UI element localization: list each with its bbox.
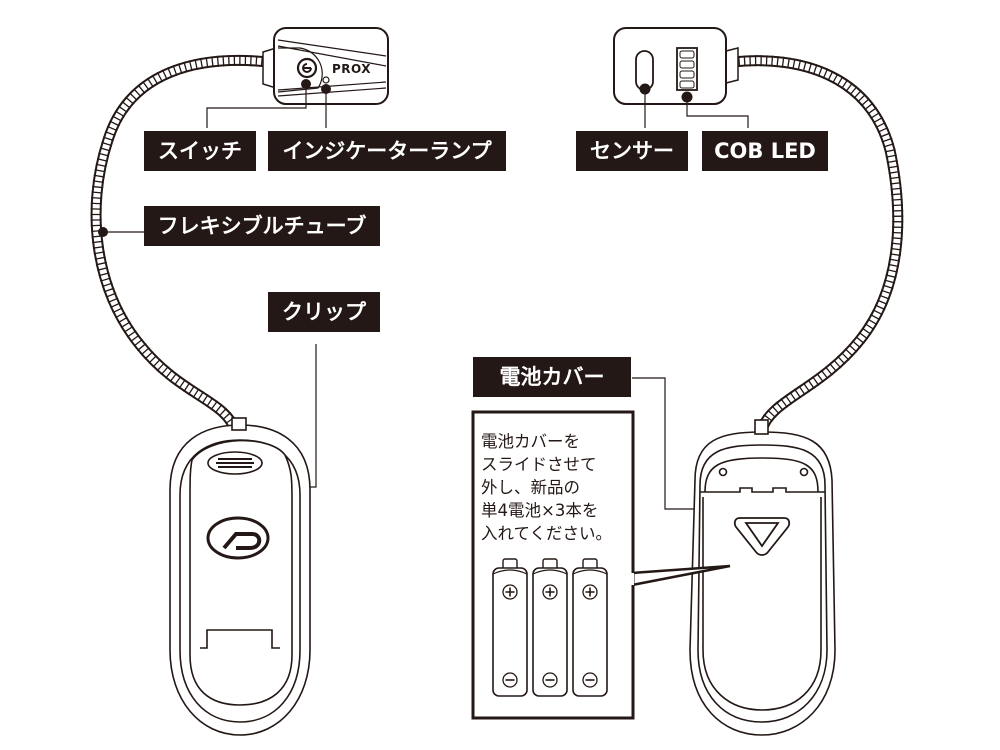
batteries	[492, 558, 608, 697]
label-clip: クリップ	[268, 292, 380, 332]
brand-logo: PROX	[332, 62, 371, 76]
label-sensor: センサー	[576, 131, 688, 171]
note-line: スライドさせて	[481, 455, 597, 474]
battery-instructions: 電池カバーを スライドさせて 外し、新品の 単4電池×3本を 入れてください。	[481, 430, 631, 545]
brand-p-logo	[206, 516, 270, 560]
label-indicator-lamp: インジケーターランプ	[268, 131, 506, 171]
battery	[532, 558, 568, 697]
sensor-head	[613, 27, 739, 105]
battery	[572, 558, 608, 697]
battery-body	[689, 419, 836, 736]
note-line: 単4電池×3本を	[481, 501, 599, 520]
flexible-tube-left	[90, 54, 269, 433]
note-line: 電池カバーを	[481, 432, 580, 451]
flexible-tube-right	[732, 55, 904, 432]
battery	[492, 558, 528, 697]
tube-marker	[98, 227, 108, 237]
note-line: 外し、新品の	[481, 478, 580, 497]
clip-body	[169, 417, 311, 736]
note-line: 入れてください。	[481, 524, 613, 543]
label-battery-cover: 電池カバー	[473, 357, 631, 397]
label-flexible-tube: フレキシブルチューブ	[144, 206, 380, 246]
label-switch: スイッチ	[144, 131, 256, 171]
leader-lines-right	[632, 89, 749, 510]
label-cob-led: COB LED	[702, 131, 828, 171]
